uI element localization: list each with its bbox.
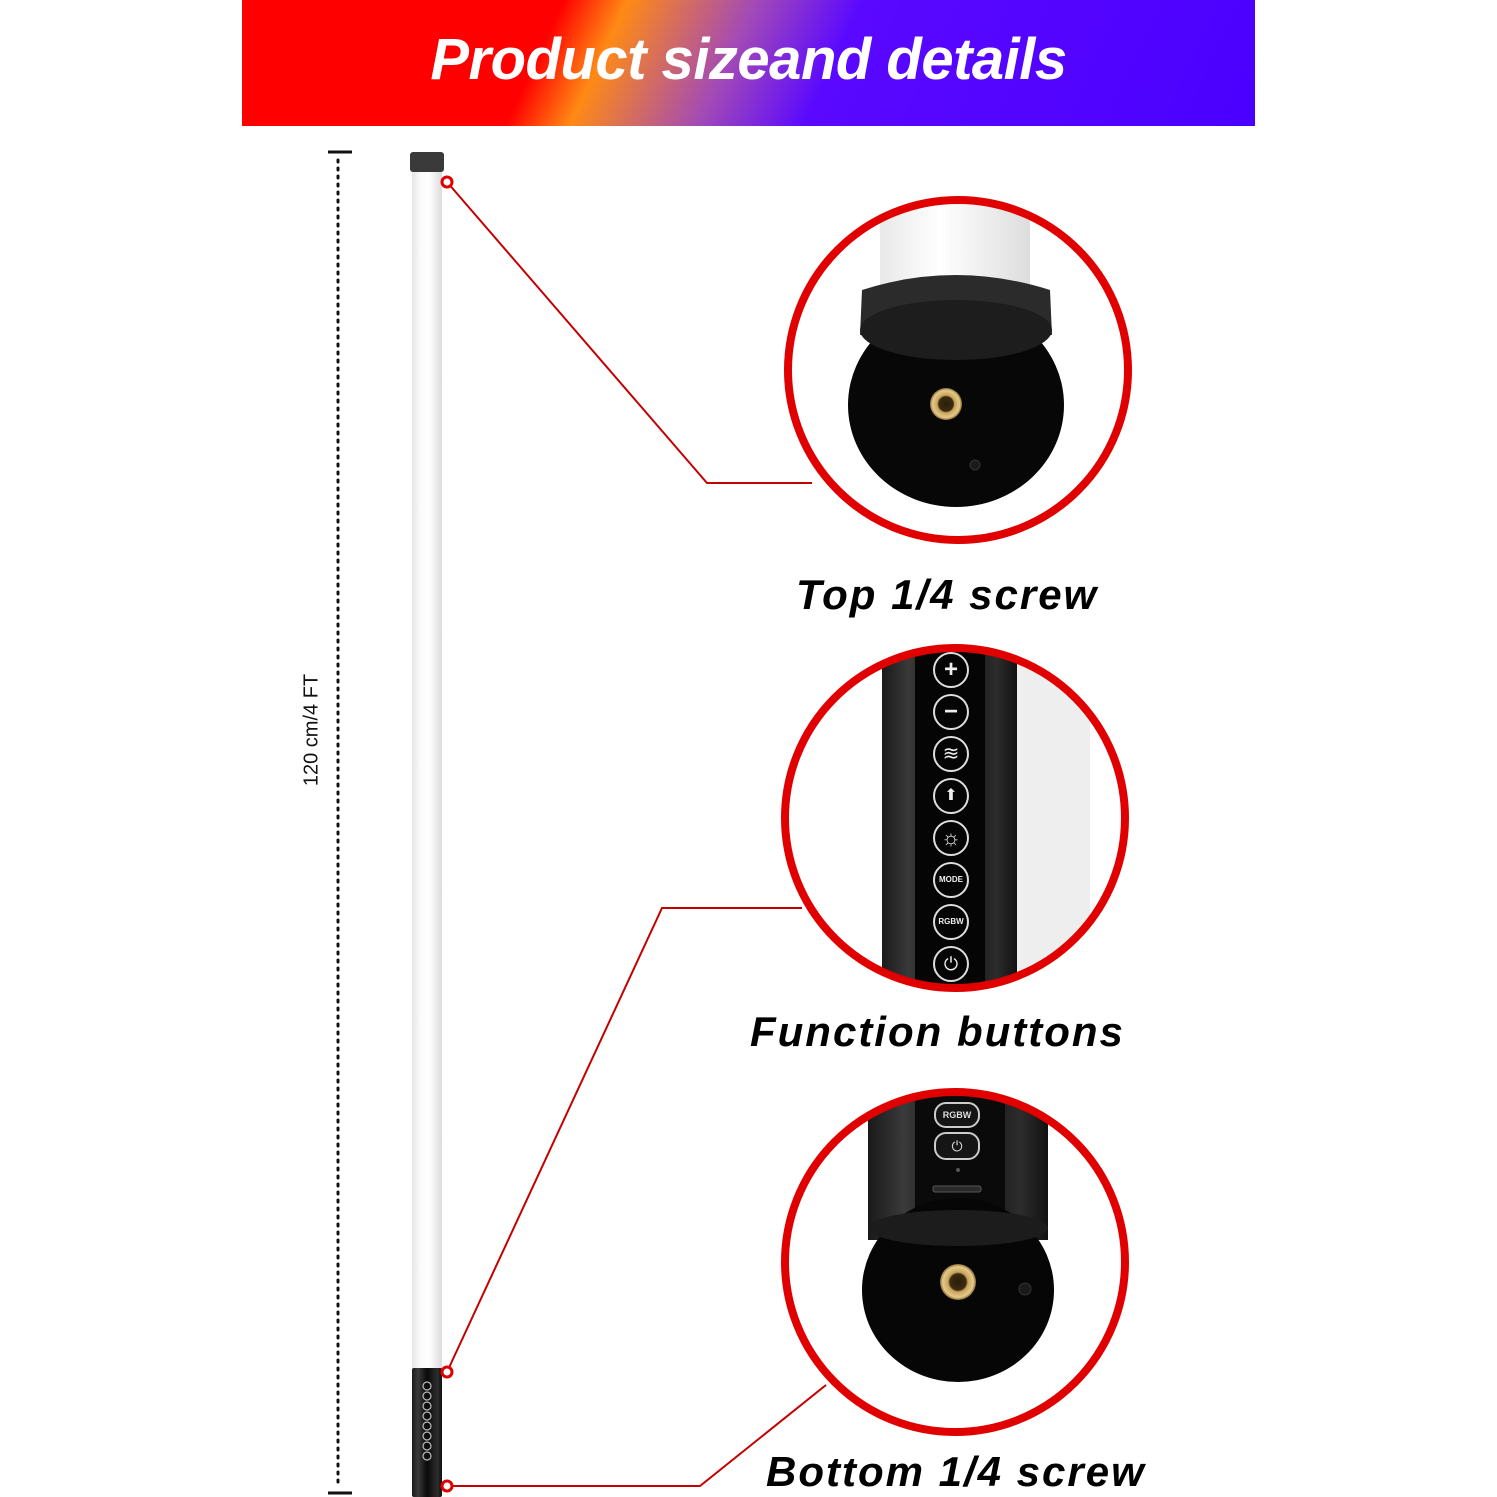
dimension-label: 120 cm/4 FT [300,673,323,787]
bottom-zoom-ring [781,1088,1129,1436]
callout-top-screw: Top 1/4 screw [796,571,1099,618]
power-icon: ⏻ [933,946,969,982]
minus-icon: − [933,694,969,730]
connector-lines [446,181,827,1487]
rgbw-icon: RGBW [933,904,969,940]
function-zoom-ring [781,644,1129,992]
mode-icon: MODE [933,862,969,898]
top-screw-zoom [790,202,1126,538]
page-title: Product sizeand details [430,27,1067,92]
connector-dots [440,175,454,1493]
brightness-icon: ☼ [933,820,969,856]
wave-icon: ≋ [933,736,969,772]
power-icon: ⏻ [934,1132,980,1160]
header-banner: Product sizeand details [242,0,1255,126]
dimension-line [328,150,352,1495]
top-zoom-ring [784,196,1132,544]
tube-light [410,152,444,1497]
callout-bottom-screw: Bottom 1/4 screw [766,1448,1146,1495]
bottom-screw-zoom [787,1094,1123,1430]
plus-icon: + [933,652,969,688]
callout-function-buttons: Function buttons [750,1008,1125,1055]
arrow-up-icon: ⬆ [933,778,969,814]
rgbw-icon: RGBW [934,1102,980,1128]
